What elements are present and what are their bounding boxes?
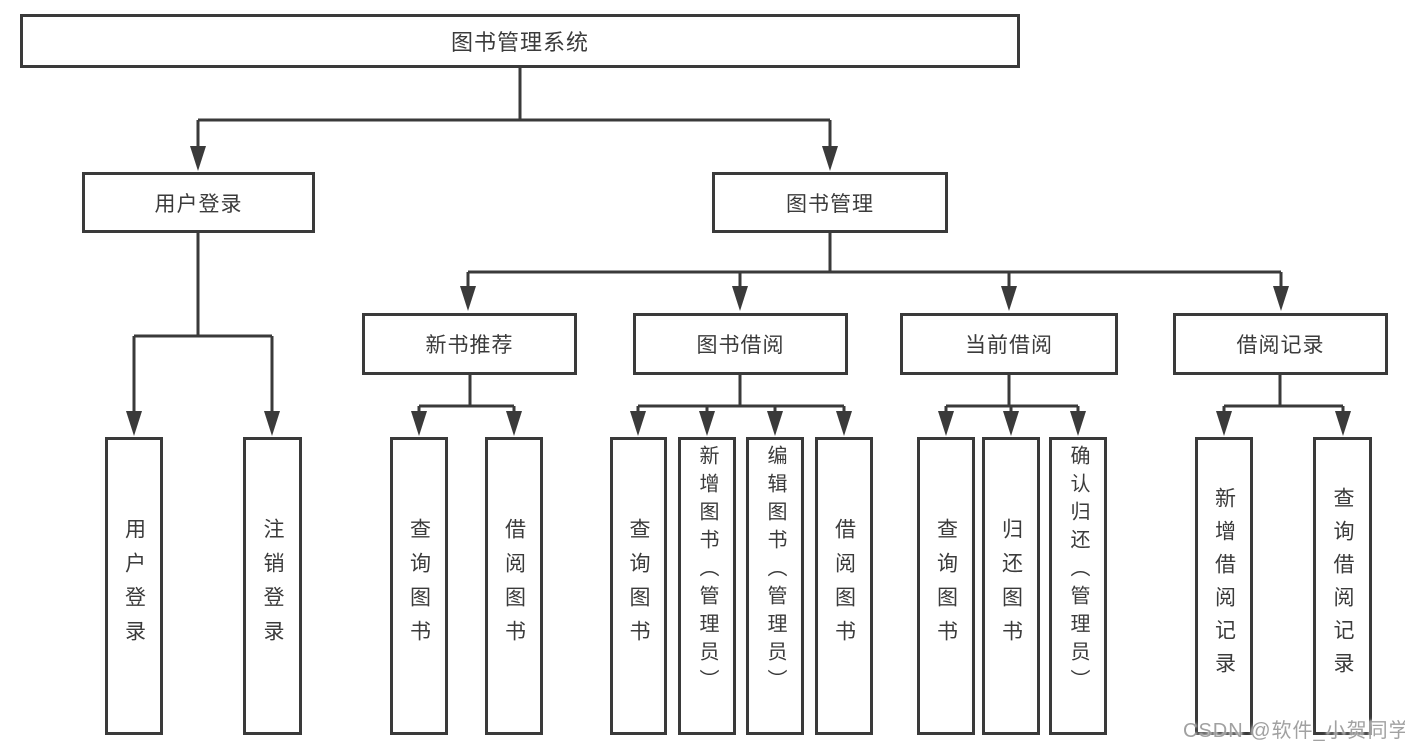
arrowhead: [767, 411, 783, 436]
node-label: 当前借阅: [965, 334, 1053, 357]
leaf-label: 新增图书（管理员）: [696, 445, 718, 697]
leaf-label: 查询借阅记录: [1331, 487, 1354, 685]
arrowhead: [630, 411, 646, 436]
leaf-borrow-books-2: 借阅图书: [815, 437, 873, 735]
node-label: 图书借阅: [696, 334, 785, 357]
node-new-book-recommend: 新书推荐: [362, 313, 577, 375]
arrowhead: [822, 146, 838, 171]
leaf-user-login: 用户登录: [105, 437, 163, 735]
arrowhead: [411, 411, 427, 436]
arrowhead: [1070, 411, 1086, 436]
leaf-add-book-admin: 新增图书（管理员）: [678, 437, 736, 735]
node-book-management: 图书管理: [712, 172, 948, 233]
leaf-label: 借阅图书: [832, 518, 856, 654]
leaf-query-borrow-record: 查询借阅记录: [1313, 437, 1372, 735]
csdn-watermark: CSDN @软件_小贺同学: [1183, 720, 1405, 742]
leaf-label: 归还图书: [999, 518, 1023, 654]
node-library-system: 图书管理系统: [20, 14, 1020, 68]
arrowhead: [126, 411, 142, 436]
node-book-borrow: 图书借阅: [633, 313, 848, 375]
node-current-borrow: 当前借阅: [900, 313, 1118, 375]
leaf-query-books-current: 查询图书: [917, 437, 975, 735]
leaf-add-borrow-record: 新增借阅记录: [1195, 437, 1253, 735]
arrowhead: [1273, 286, 1289, 311]
leaf-label: 查询图书: [934, 518, 958, 654]
leaf-borrow-books-recommend: 借阅图书: [485, 437, 543, 735]
arrowhead: [699, 411, 715, 436]
arrowhead: [732, 286, 748, 311]
node-borrow-records: 借阅记录: [1173, 313, 1388, 375]
connector-new-book-recommend-children: [411, 375, 522, 436]
node-label: 用户登录: [154, 192, 243, 216]
connector-borrow-records-children: [1216, 375, 1351, 436]
node-label: 借阅记录: [1236, 334, 1325, 357]
leaf-label: 借阅图书: [502, 518, 526, 654]
leaf-logout: 注销登录: [243, 437, 302, 735]
connector-user-login-children: [126, 233, 280, 436]
leaf-confirm-return-admin: 确认归还（管理员）: [1049, 437, 1107, 735]
node-user-login: 用户登录: [82, 172, 315, 233]
connector-book-management-children: [460, 233, 1289, 311]
node-label: 新书推荐: [425, 334, 514, 357]
leaf-label: 查询图书: [407, 518, 431, 654]
arrowhead: [1001, 286, 1017, 311]
leaf-edit-book-admin: 编辑图书（管理员）: [746, 437, 804, 735]
arrowhead: [1216, 411, 1232, 436]
arrowhead: [460, 286, 476, 311]
arrowhead: [1003, 411, 1019, 436]
leaf-label: 新增借阅记录: [1212, 487, 1236, 685]
leaf-label: 查询图书: [627, 518, 650, 654]
arrowhead: [506, 411, 522, 436]
connector-current-borrow-children: [938, 375, 1086, 436]
node-label: 图书管理: [786, 192, 874, 216]
leaf-label: 用户登录: [122, 518, 146, 654]
arrowhead: [190, 146, 206, 171]
leaf-label: 编辑图书（管理员）: [764, 445, 786, 697]
leaf-return-books: 归还图书: [982, 437, 1040, 735]
arrowhead: [264, 411, 280, 436]
arrowhead: [836, 411, 852, 436]
arrowhead: [938, 411, 954, 436]
leaf-label: 注销登录: [261, 518, 284, 654]
leaf-label: 确认归还（管理员）: [1067, 445, 1089, 697]
connector-book-borrow-children: [630, 375, 852, 436]
leaf-query-books-borrow: 查询图书: [610, 437, 667, 735]
leaf-query-books-recommend: 查询图书: [390, 437, 448, 735]
connector-root-to-level2: [190, 68, 838, 171]
arrowhead: [1335, 411, 1351, 436]
node-label: 图书管理系统: [450, 30, 589, 55]
